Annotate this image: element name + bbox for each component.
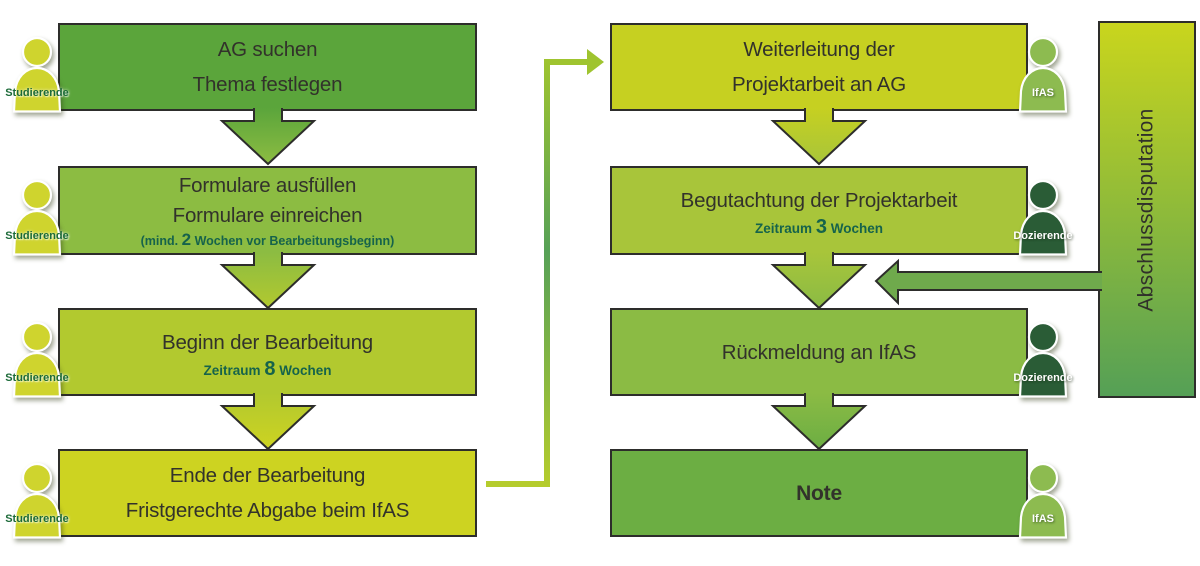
disputation-arrow-icon xyxy=(874,258,1102,306)
box-text: Weiterleitung der xyxy=(743,38,895,61)
down-arrow-icon xyxy=(219,252,317,310)
person-icon xyxy=(12,179,62,256)
person-label: Studierende xyxy=(5,372,69,384)
box-note: Zeitraum 3 Wochen xyxy=(755,216,883,238)
person-label: Dozierende xyxy=(1013,230,1073,242)
disputation-box: Abschlussdisputation xyxy=(1098,21,1196,398)
disputation-label: Abschlussdisputation xyxy=(1135,107,1159,312)
connector-arrowhead-icon xyxy=(587,49,604,75)
box-text: Ende der Bearbeitung xyxy=(169,464,366,487)
box-text: Formulare ausfüllen xyxy=(178,174,357,197)
person-icon xyxy=(1018,462,1068,539)
down-arrow-icon xyxy=(770,108,868,166)
down-arrow-icon xyxy=(770,393,868,451)
box-formulare: Formulare ausfüllen Formulare einreichen… xyxy=(58,166,477,255)
box-text: Thema festlegen xyxy=(192,73,343,96)
box-text: Projektarbeit an AG xyxy=(732,73,906,96)
person-studierende: Studierende xyxy=(5,35,69,115)
person-label: IfAS xyxy=(1032,513,1054,525)
person-label: Dozierende xyxy=(1013,372,1073,384)
person-icon xyxy=(1018,321,1068,398)
connector-line-bottom xyxy=(486,481,550,487)
person-label: IfAS xyxy=(1032,87,1054,99)
box-text: Fristgerechte Abgabe beim IfAS xyxy=(125,499,410,522)
box-ende-bearbeitung: Ende der Bearbeitung Fristgerechte Abgab… xyxy=(58,449,477,537)
box-text: Beginn der Bearbeitung xyxy=(161,330,373,354)
person-dozierende: Dozierende xyxy=(1012,178,1074,258)
box-ag-suchen: AG suchen Thema festlegen xyxy=(58,23,477,111)
box-text: Begutachtung der Projektarbeit xyxy=(680,189,958,212)
person-icon xyxy=(12,36,62,113)
person-ifas: IfAS xyxy=(1012,35,1074,115)
connector-line-vertical xyxy=(544,59,550,487)
down-arrow-icon xyxy=(219,108,317,166)
box-text: Formulare einreichen xyxy=(172,204,363,227)
person-dozierende: Dozierende xyxy=(1012,320,1074,400)
box-note-grade: Note xyxy=(610,449,1028,537)
box-begutachtung: Begutachtung der Projektarbeit Zeitraum … xyxy=(610,166,1028,255)
box-note: (mind. 2 Wochen vor Bearbeitungsbeginn) xyxy=(140,230,395,249)
person-icon xyxy=(12,321,62,398)
person-label: Studierende xyxy=(5,87,69,99)
person-label: Studierende xyxy=(5,230,69,242)
person-ifas: IfAS xyxy=(1012,461,1074,541)
box-text: AG suchen xyxy=(217,38,318,61)
person-icon xyxy=(1018,179,1068,256)
down-arrow-icon xyxy=(770,252,868,310)
down-arrow-icon xyxy=(219,393,317,451)
box-weiterleitung: Weiterleitung der Projektarbeit an AG xyxy=(610,23,1028,111)
connector-line-top xyxy=(550,59,589,65)
person-studierende: Studierende xyxy=(5,178,69,258)
box-text: Note xyxy=(796,481,842,505)
person-icon xyxy=(12,462,62,539)
person-studierende: Studierende xyxy=(5,461,69,541)
box-rueckmeldung: Rückmeldung an IfAS xyxy=(610,308,1028,396)
box-text: Rückmeldung an IfAS xyxy=(721,340,917,364)
person-label: Studierende xyxy=(5,513,69,525)
box-beginn-bearbeitung: Beginn der Bearbeitung Zeitraum 8 Wochen xyxy=(58,308,477,396)
person-icon xyxy=(1018,36,1068,113)
box-note: Zeitraum 8 Wochen xyxy=(203,357,332,380)
person-studierende: Studierende xyxy=(5,320,69,400)
